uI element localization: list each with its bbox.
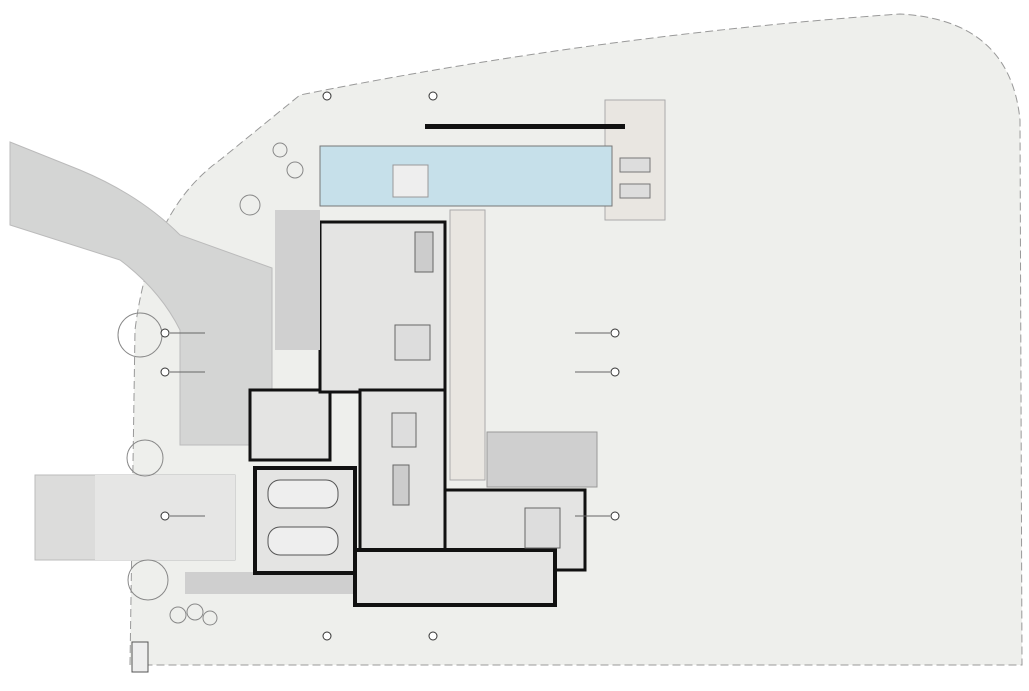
service-wing [353,548,557,607]
dining-table [391,412,417,448]
sun-lounger [619,183,651,199]
car [267,479,339,509]
walkway [185,572,355,594]
terrace [486,431,598,488]
study [248,388,332,462]
trees [117,142,304,626]
stair [275,210,320,350]
sofa [414,231,434,273]
dining-table-2 [524,507,561,549]
deck-strip [449,209,486,481]
coffee-table [394,324,431,361]
pool-wall [425,124,625,129]
kitchen-island [392,464,410,506]
section-lines [170,332,610,517]
parked-car [131,641,149,673]
sun-lounger [619,157,651,173]
car [267,526,339,556]
pool-step [392,164,429,198]
section-markers [160,91,620,641]
pool [319,145,613,207]
